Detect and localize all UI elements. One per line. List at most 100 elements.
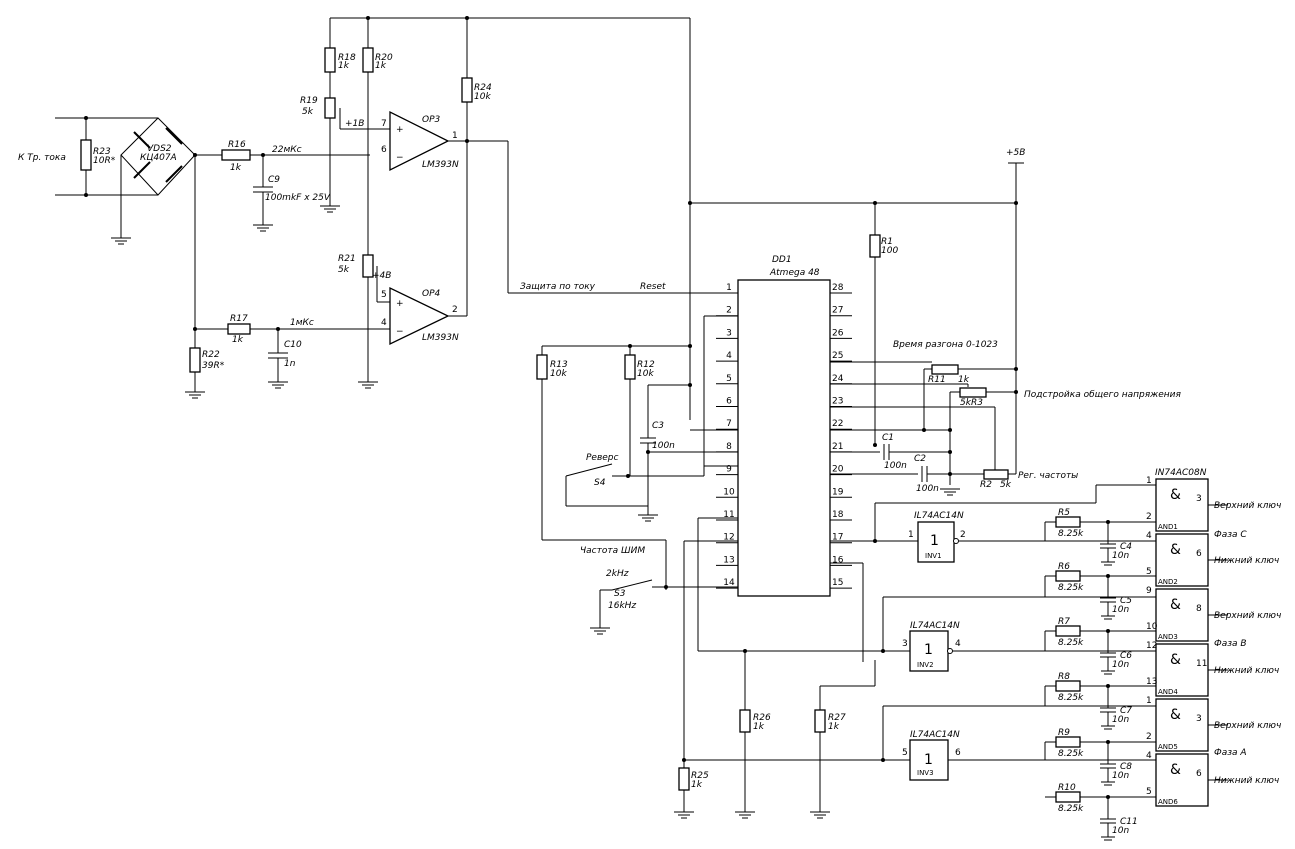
and-sym: &: [1170, 542, 1181, 558]
filter-c-val: 10n: [1112, 660, 1129, 670]
and-out-label: Верхний ключ: [1214, 721, 1281, 731]
inv1-pin2: 2: [960, 530, 966, 540]
r1-val: 100: [881, 246, 898, 256]
inv1-part: IL74AC14N: [914, 511, 964, 521]
svg-text:−: −: [396, 327, 404, 337]
and-part: IN74AC08N: [1155, 468, 1207, 478]
r19-ref: R19: [300, 96, 318, 106]
and-out-pin: 3: [1196, 494, 1202, 504]
inv1-pin1: 1: [908, 530, 914, 540]
and-in-pin: 2: [1146, 512, 1152, 522]
filter-r-ref: R6: [1058, 562, 1070, 572]
r18-resistor: [324, 47, 336, 73]
op4-pin4: 4: [381, 318, 387, 328]
mcu-pin-left: 8: [726, 442, 732, 452]
and-sym: &: [1170, 762, 1181, 778]
inv2-sym: 1: [924, 642, 933, 658]
mcu-pin-left: 11: [723, 510, 734, 520]
t1-label: 1мКс: [290, 318, 314, 328]
phase-b-label: Фаза В: [1214, 639, 1247, 649]
inv2-pin3: 3: [902, 639, 908, 649]
driver-section: 1 INV1 IL74AC14N 1 2 1 INV2 IL74AC14N 3 …: [673, 468, 1281, 841]
and-ref: AND4: [1158, 688, 1178, 696]
filter-resistor: [1055, 680, 1081, 692]
svg-text:+: +: [396, 125, 404, 135]
dd1-ref: DD1: [772, 255, 792, 265]
and-in-pin: 9: [1146, 586, 1152, 596]
r24-ref: R24: [474, 83, 492, 93]
r26-resistor: [739, 709, 751, 733]
mcu-pin-right: 22: [832, 419, 843, 429]
inv3-sym: 1: [924, 752, 933, 768]
accel-label: Время разгона 0-1023: [893, 340, 998, 350]
op3-comparator: [389, 110, 450, 172]
v1-label: +1В: [345, 119, 364, 129]
mcu-left-circuit: C3 100n R13 10k R12 10k Реверс S4 Частот…: [536, 315, 738, 760]
reset-label: Reset: [640, 282, 666, 292]
and-gate: [1155, 478, 1209, 532]
inv2-ref: INV2: [917, 661, 934, 669]
and-in-pin: 1: [1146, 476, 1152, 486]
r25-ref: R25: [691, 771, 709, 781]
rc-filters: R58.25kC410nR68.25kC510nR78.25kC610nR88.…: [1044, 508, 1156, 841]
c1-val: 100n: [884, 461, 907, 471]
r24-resistor: [461, 77, 473, 103]
r16-val: 1k: [230, 163, 242, 173]
and-ref: AND5: [1158, 743, 1178, 751]
mcu-pin-right: 20: [832, 465, 844, 475]
filter-r-ref: R10: [1058, 783, 1076, 793]
op3-pin7: 7: [381, 119, 387, 129]
mcu-pin-right: 28: [832, 283, 844, 293]
r12-resistor: [624, 354, 636, 380]
r23-resistor: [80, 139, 92, 171]
r11-val: 1k: [958, 375, 970, 385]
and-in-pin: 5: [1146, 567, 1152, 577]
c3-val: 100n: [652, 441, 675, 451]
phase-c-label: Фаза С: [1214, 530, 1247, 540]
r12-val: 10k: [637, 369, 654, 379]
mcu-pin-right: 19: [832, 487, 844, 497]
power-rail: +5В R1 100: [688, 18, 1025, 447]
and-gate: [1155, 698, 1209, 752]
r24-val: 10k: [474, 92, 491, 102]
filter-r-val: 8.25k: [1058, 693, 1084, 703]
and-in-pin: 10: [1146, 622, 1158, 632]
op4-pin2: 2: [452, 305, 458, 315]
mcu-right-circuit: Время разгона 0-1023 R11 1k R3 5k Подстр…: [830, 340, 1182, 662]
r27-val: 1k: [828, 722, 840, 732]
filter-resistor: [1055, 791, 1081, 803]
and-in-pin: 13: [1146, 677, 1157, 687]
filter-r-val: 8.25k: [1058, 804, 1084, 814]
trim-label: Подстройка общего напряжения: [1024, 390, 1182, 400]
comparator-section: R18 1k R19 5k +1В R20 1k R21 5k +4В +− 7…: [300, 16, 738, 389]
mcu-pin-right: 24: [832, 374, 844, 384]
protect-label: Защита по току: [520, 282, 596, 292]
mcu-pin-left: 7: [726, 419, 732, 429]
s4-name: Реверс: [586, 453, 619, 463]
inv2-gate: [909, 630, 949, 672]
filter-r-ref: R7: [1058, 617, 1070, 627]
r22-resistor: [189, 347, 201, 373]
inv2-pin4: 4: [955, 639, 961, 649]
c10-ref: C10: [284, 340, 302, 350]
r3-val: 5k: [960, 398, 972, 408]
filter-r-val: 8.25k: [1058, 583, 1084, 593]
mcu-pin-left: 5: [726, 374, 732, 384]
filter-c-ref: C7: [1120, 706, 1132, 716]
r2-pot: [983, 469, 1009, 480]
filter-c-val: 10n: [1112, 715, 1129, 725]
r3-pot: [959, 387, 987, 398]
op4-val: LM393N: [422, 333, 459, 343]
r20-ref: R20: [375, 53, 393, 63]
and-out-pin: 8: [1196, 604, 1202, 614]
r26-val: 1k: [753, 722, 765, 732]
r2-ref: R2: [980, 480, 992, 490]
r16-resistor: [221, 149, 251, 161]
r1-ref: R1: [881, 237, 893, 247]
filter-r-ref: R8: [1058, 672, 1070, 682]
and-out-label: Верхний ключ: [1214, 611, 1281, 621]
r19-resistor: [324, 97, 336, 119]
filter-c-val: 10n: [1112, 771, 1129, 781]
